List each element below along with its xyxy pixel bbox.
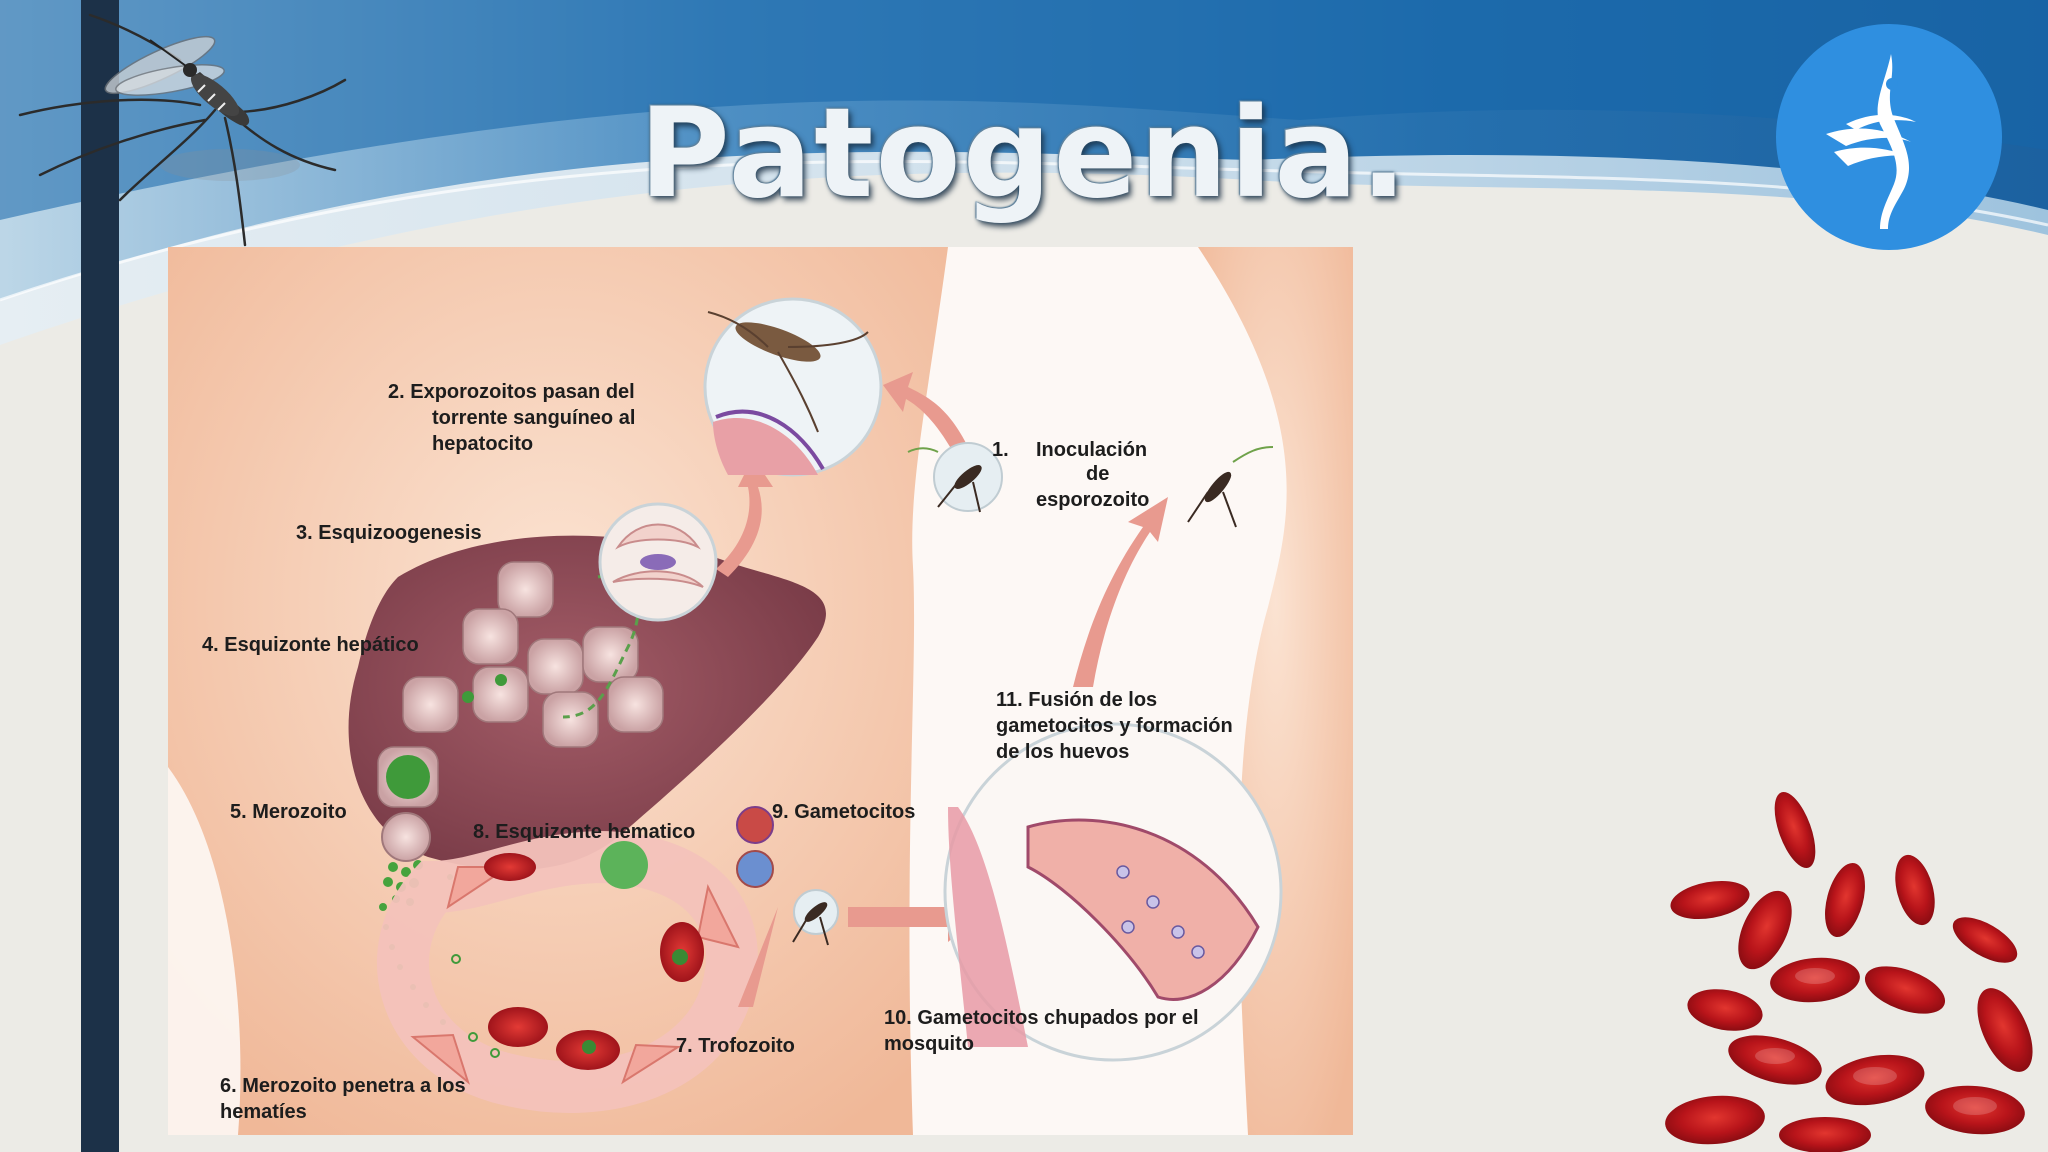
step-2-label-line1: 2. Exporozoitos pasan del (388, 381, 635, 403)
step-1-label-line3: esporozoito (1036, 489, 1150, 511)
step-8-label: 8. Esquizonte hematico (473, 821, 696, 843)
step-6-label-line1: 6. Merozoito penetra a los (220, 1075, 466, 1097)
mosquito-icon (18, 13, 347, 247)
red-blood-cells-icon (1665, 792, 2033, 1152)
step-11-label-line1: 11. Fusión de los (996, 689, 1158, 711)
sidebar-bar (81, 0, 119, 1152)
diagram-illustration (168, 247, 1353, 1135)
step-7-label: 7. Trofozoito (676, 1035, 795, 1057)
heron-logo-icon (1776, 24, 2002, 250)
malaria-life-cycle-diagram: 1. Inoculación de esporozoito 2. Exporoz… (168, 247, 1353, 1135)
step-2-label-line3: hepatocito (432, 433, 534, 455)
step-4-label: 4. Esquizonte hepático (202, 634, 419, 656)
step-9-label: 9. Gametocitos (772, 801, 916, 823)
step-6-label-line2: hematíes (220, 1101, 307, 1123)
slide-title: Patogenia. (638, 82, 1410, 226)
step-1-label-line1: Inoculación (1036, 439, 1148, 461)
step-11-label-line3: de los huevos (996, 741, 1130, 763)
step-10-label-line1: 10. Gametocitos chupados por el (884, 1007, 1199, 1029)
step-11-label-line2: gametocitos y formación (996, 715, 1233, 737)
step-3-label: 3. Esquizoogenesis (296, 522, 482, 544)
step-1-marker: 1. (992, 439, 1009, 461)
step-5-label: 5. Merozoito (230, 801, 347, 823)
step-1-label-line2: de (1086, 463, 1110, 485)
step-2-label-line2: torrente sanguíneo al (432, 407, 636, 429)
step-10-label-line2: mosquito (884, 1033, 974, 1055)
